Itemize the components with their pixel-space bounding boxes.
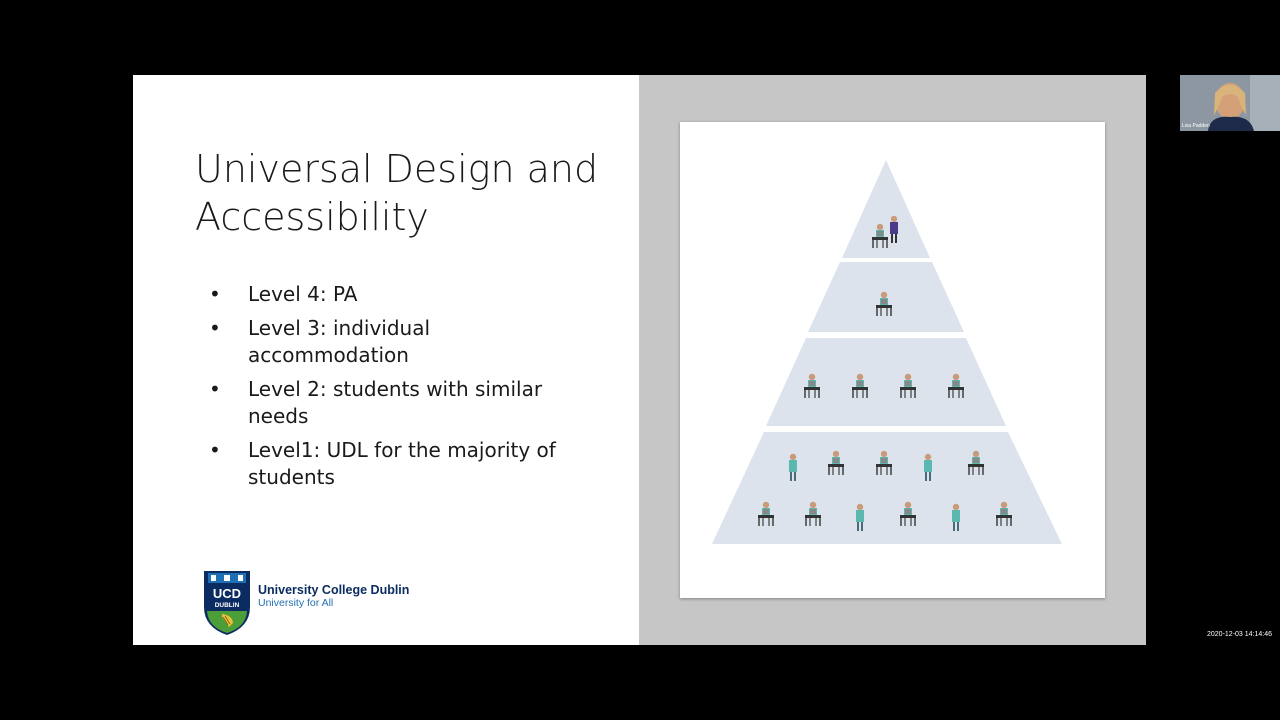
bullet-item: •Level 3: individual accommodation <box>209 316 431 367</box>
participant-name-label: Lisa Padden <box>1182 123 1210 129</box>
slide-title: Universal Design and Accessibility <box>195 147 599 239</box>
participant-webcam-tile[interactable]: Lisa Padden <box>1180 75 1280 131</box>
bullet-list: •Level 4: PA •Level 3: individual accomm… <box>209 281 579 498</box>
bullet-item: •Level 4: PA <box>209 282 358 306</box>
pyramid-tier-2 <box>766 338 1006 426</box>
presentation-slide: Universal Design and Accessibility •Leve… <box>133 75 1146 645</box>
logo-text: University College Dublin University for… <box>258 583 409 610</box>
tier-4-students <box>871 215 898 249</box>
ucd-logo: UCD DUBLIN University College Dublin Uni… <box>202 567 462 637</box>
udl-pyramid-illustration <box>712 160 1062 544</box>
university-name: University College Dublin <box>258 583 410 597</box>
ucd-crest-icon: UCD DUBLIN <box>204 571 250 635</box>
crest-text-bottom: DUBLIN <box>215 602 240 609</box>
pyramid-image-frame <box>680 122 1105 598</box>
university-tagline: University for All <box>258 597 334 609</box>
bullet-item: •Level1: UDL for the majority of student… <box>209 438 556 489</box>
participant-video-icon <box>1180 75 1280 131</box>
recording-timestamp: 2020-12-03 14:14:46 <box>1207 631 1272 638</box>
pyramid-tier-1 <box>712 432 1062 544</box>
bullet-item: •Level 2: students with similar needs <box>209 377 543 428</box>
crest-text-top: UCD <box>213 586 241 601</box>
pyramid-tier-4 <box>842 160 930 258</box>
